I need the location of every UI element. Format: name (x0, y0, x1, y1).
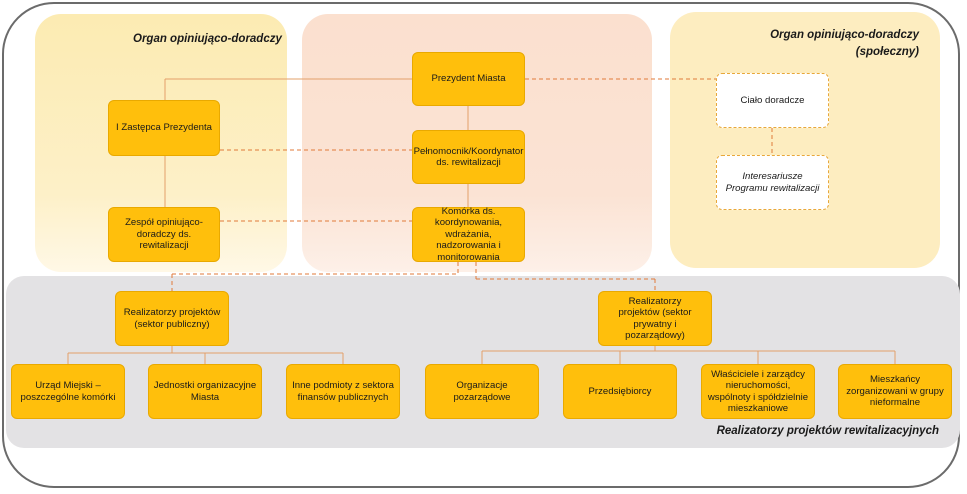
node-mieszkancy-label: Mieszkańcy zorganizowani w grupy nieform… (846, 374, 944, 409)
node-zastepca-label: I Zastępca Prezydenta (116, 122, 212, 134)
node-urzad-miejski: Urząd Miejski – poszczególne komórki (11, 364, 125, 419)
node-realizatorzy-publiczny-label: Realizatorzy projektów (sektor publiczny… (123, 307, 221, 330)
node-urzad-label: Urząd Miejski – poszczególne komórki (20, 380, 116, 403)
node-realizatorzy-prywatny-label: Realizatorzy projektów (sektor prywatny … (618, 295, 692, 342)
node-organizacje: Organizacje pozarządowe (425, 364, 539, 419)
node-pelnomocnik: Pełnomocnik/Koordynator ds. rewitalizacj… (412, 130, 525, 184)
right-region-title-line2: (społeczny) (855, 45, 919, 58)
node-wlasciciele-label: Właściciele i zarządcy nieruchomości, ws… (707, 368, 809, 415)
node-przedsiebiorcy-label: Przedsiębiorcy (588, 385, 652, 397)
node-cialo-label: Ciało doradcze (740, 94, 805, 106)
node-realizatorzy-publiczny: Realizatorzy projektów (sektor publiczny… (115, 291, 229, 346)
node-jednostki: Jednostki organizacyjne Miasta (148, 364, 262, 419)
node-interesariusze: Interesariusze Programu rewitalizacji (716, 155, 829, 210)
node-zespol-label: Zespół opiniująco-doradczy ds. rewitaliz… (125, 217, 203, 252)
node-organizacje-label: Organizacje pozarządowe (453, 380, 511, 403)
node-inne-podmioty: Inne podmioty z sektora finansów publicz… (286, 364, 400, 419)
node-zastepca: I Zastępca Prezydenta (108, 100, 220, 156)
node-wlasciciele: Właściciele i zarządcy nieruchomości, ws… (701, 364, 815, 419)
left-region-title: Organ opiniująco-doradczy (133, 33, 282, 45)
node-realizatorzy-prywatny: Realizatorzy projektów (sektor prywatny … (598, 291, 712, 346)
node-prezydent: Prezydent Miasta (412, 52, 525, 106)
right-region-title: Organ opiniująco-doradczy (społeczny) (770, 27, 919, 60)
node-komorka-label: Komórka ds. koordynowania, wdrażania, na… (434, 205, 503, 263)
right-region-title-line1: Organ opiniująco-doradczy (770, 29, 919, 41)
node-zespol: Zespół opiniująco-doradczy ds. rewitaliz… (108, 207, 220, 262)
node-prezydent-label: Prezydent Miasta (431, 73, 506, 85)
node-cialo-doradcze: Ciało doradcze (716, 73, 829, 128)
node-interesariusze-label: Interesariusze Programu rewitalizacji (725, 171, 820, 194)
panel-organ-spoleczny (670, 12, 940, 268)
node-przedsiebiorcy: Przedsiębiorcy (563, 364, 677, 419)
node-komorka: Komórka ds. koordynowania, wdrażania, na… (412, 205, 525, 263)
node-inne-label: Inne podmioty z sektora finansów publicz… (292, 380, 394, 403)
node-mieszkancy: Mieszkańcy zorganizowani w grupy nieform… (838, 364, 952, 419)
node-pelnomocnik-label: Pełnomocnik/Koordynator ds. rewitalizacj… (413, 145, 524, 169)
bottom-region-title: Realizatorzy projektów rewitalizacyjnych (716, 425, 939, 437)
node-jednostki-label: Jednostki organizacyjne Miasta (153, 380, 257, 403)
